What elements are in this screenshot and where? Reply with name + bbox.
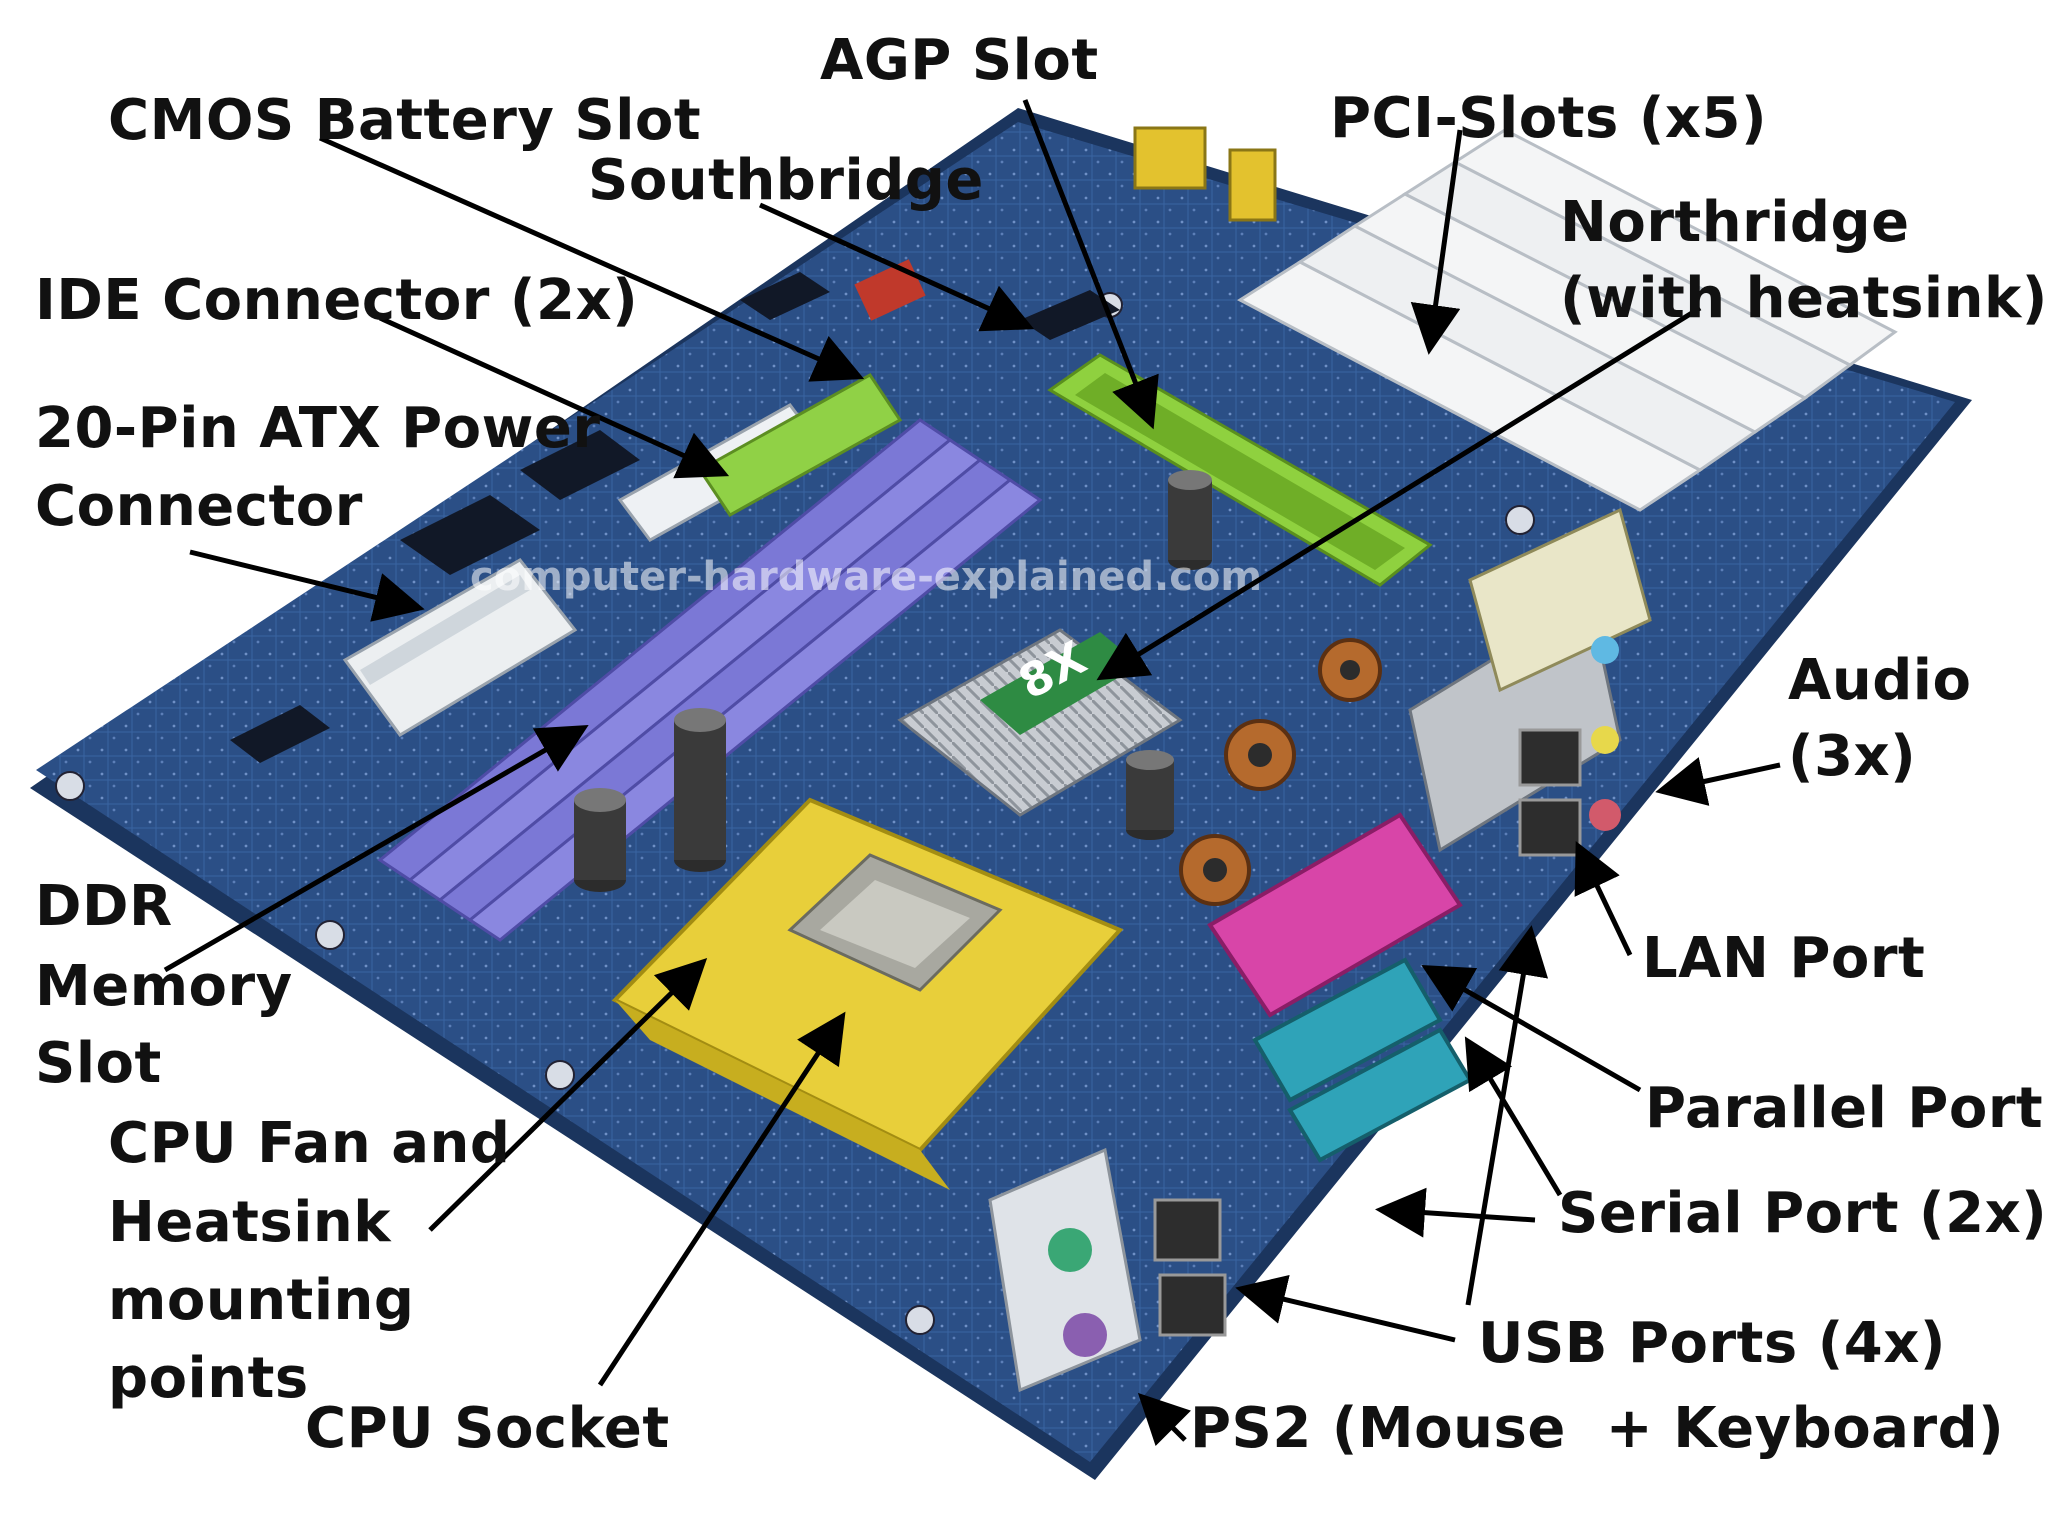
label-cpu-fan-line1: CPU Fan and [108, 1111, 511, 1176]
arrow-parallel-port [1421, 965, 1642, 1093]
arrow-usb-io [1235, 1274, 1456, 1343]
top-headers [1133, 126, 1277, 222]
arrow-lan-port [1574, 840, 1633, 957]
label-parallel-port: Parallel Port [1645, 1076, 2044, 1141]
inductors [1179, 638, 1382, 906]
arrow-agp-slot [1022, 99, 1159, 430]
arrow-serial-port-2 [1375, 1187, 1536, 1238]
label-pci-slots: PCI-Slots (x5) [1330, 86, 1768, 151]
label-northridge-line2: (with heatsink) [1560, 266, 2048, 331]
arrow-pci-slots [1410, 129, 1463, 355]
arrow-cpu-fan-mount [428, 957, 708, 1232]
label-ddr-line2: Memory [35, 954, 293, 1019]
rear-io-ports [988, 507, 1652, 1393]
arrow-serial-port [1464, 1036, 1563, 1197]
label-serial-port: Serial Port (2x) [1558, 1181, 2048, 1246]
arrow-atx-power [189, 549, 425, 622]
leader-arrows [163, 99, 1781, 1446]
pci-slots-shape [1237, 128, 1898, 512]
capacitors [574, 470, 1212, 892]
board-chips [230, 259, 1120, 763]
arrow-northridge [1096, 305, 1702, 681]
label-northridge-line1: Northridge [1560, 190, 1910, 255]
arrow-usb-lan [1465, 925, 1549, 1306]
cpu-socket-shape [611, 797, 1124, 1190]
atx-power-connector-shape [342, 558, 578, 737]
label-cmos-battery-slot: CMOS Battery Slot [108, 88, 702, 153]
arrow-ddr-memory-slot [163, 724, 589, 973]
label-atx-power-line1: 20-Pin ATX Power [35, 396, 601, 461]
label-usb-ports: USB Ports (4x) [1478, 1311, 1946, 1376]
label-audio-line2: (3x) [1788, 724, 1917, 789]
label-cpu-fan-line4: points [108, 1346, 309, 1411]
arrow-ide-connector [378, 315, 730, 479]
label-cpu-fan-line3: mounting [108, 1268, 415, 1333]
label-atx-power-line2: Connector [35, 474, 363, 539]
label-ddr-line3: Slot [35, 1031, 162, 1096]
label-cpu-fan-line2: Heatsink [108, 1190, 392, 1255]
label-audio-line1: Audio [1788, 648, 1972, 713]
arrow-southbridge [758, 202, 1035, 332]
arrow-cpu-socket [597, 1011, 846, 1387]
label-ide-connector: IDE Connector (2x) [35, 268, 639, 333]
label-ps2: PS2 (Mouse + Keyboard) [1190, 1396, 2005, 1461]
watermark-text: computer-hardware-explained.com [470, 554, 1262, 600]
arrow-cmos-battery-slot [318, 135, 865, 382]
label-southbridge: Southbridge [588, 148, 984, 213]
label-lan-port: LAN Port [1642, 926, 1926, 991]
arrow-audio [1655, 757, 1781, 806]
label-cpu-socket: CPU Socket [305, 1396, 670, 1461]
label-ddr-line1: DDR [35, 874, 173, 939]
label-agp-slot: AGP Slot [820, 28, 1099, 93]
arrow-ps2 [1137, 1392, 1191, 1446]
